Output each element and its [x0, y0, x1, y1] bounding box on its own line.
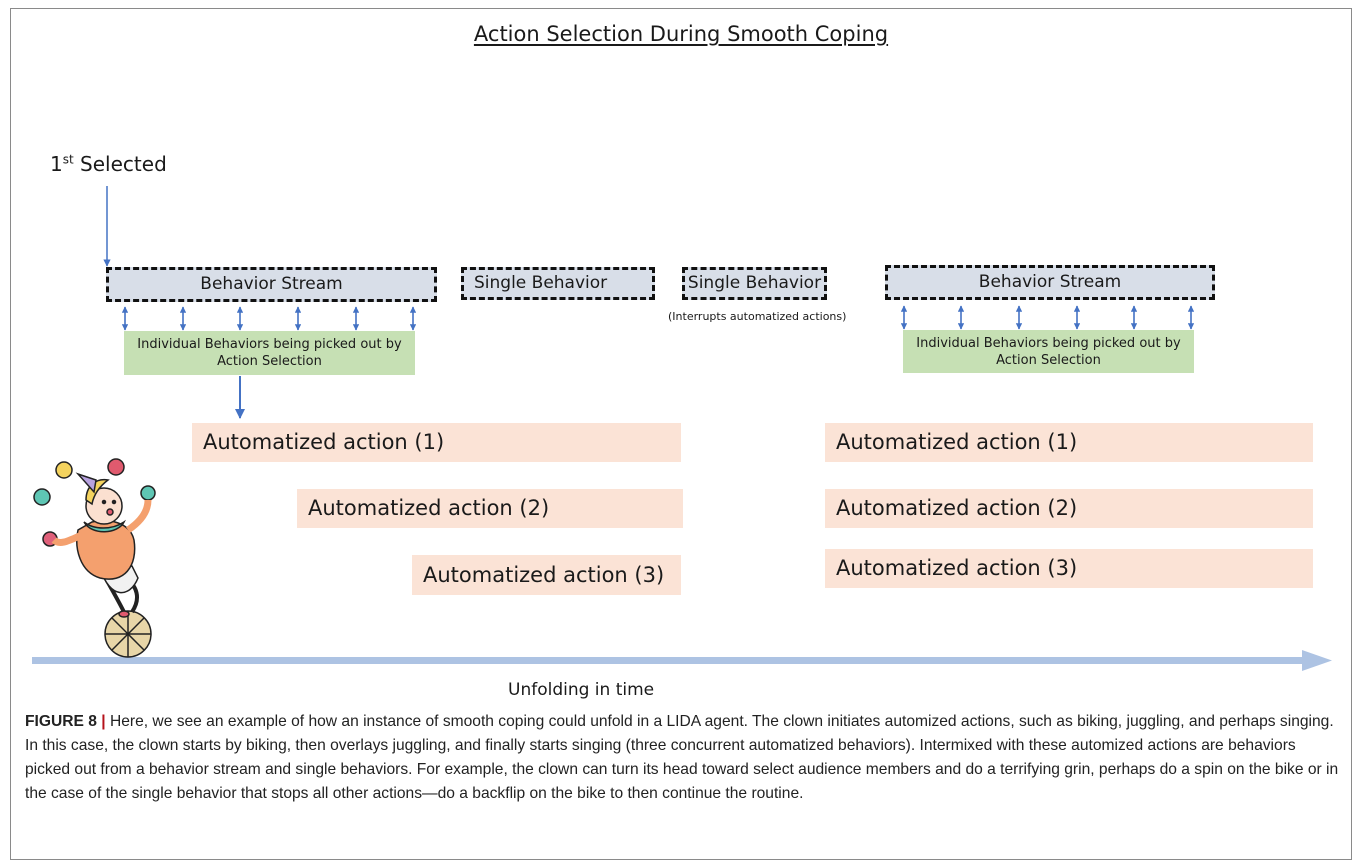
right-bidirectional-arrows	[900, 305, 1195, 330]
left-bidirectional-arrows	[121, 306, 417, 331]
left-automatized-action-2: Automatized action (2)	[297, 489, 683, 528]
right-automatized-action-3: Automatized action (3)	[825, 549, 1313, 588]
right-automatized-action-2: Automatized action (2)	[825, 489, 1313, 528]
caption-text: Here, we see an example of how an instan…	[25, 713, 1339, 802]
timeline-arrow	[32, 650, 1332, 671]
figure-frame	[10, 8, 1352, 860]
interrupt-note: (Interrupts automatized actions)	[668, 310, 847, 323]
left-automatized-action-3: Automatized action (3)	[412, 555, 681, 595]
figure-caption: FIGURE 8 | Here, we see an example of ho…	[25, 710, 1340, 806]
single-behavior-box-1: Single Behavior	[461, 267, 655, 300]
caption-separator: |	[101, 713, 106, 730]
single-behavior-box-2: Single Behavior	[682, 267, 827, 300]
left-automatized-action-1: Automatized action (1)	[192, 423, 681, 462]
figure-label: FIGURE 8	[25, 713, 97, 730]
left-behavior-stream-box: Behavior Stream	[106, 267, 437, 302]
right-automatized-action-1: Automatized action (1)	[825, 423, 1313, 462]
first-selected-label: 1st Selected	[50, 152, 167, 176]
right-action-selection-box: Individual Behaviors being picked out by…	[903, 330, 1194, 373]
right-behavior-stream-box: Behavior Stream	[885, 265, 1215, 300]
diagram-title: Action Selection During Smooth Coping	[473, 22, 889, 46]
timeline-label: Unfolding in time	[508, 680, 655, 700]
left-action-selection-box: Individual Behaviors being picked out by…	[124, 331, 415, 375]
juggling-clown-illustration	[33, 458, 156, 658]
